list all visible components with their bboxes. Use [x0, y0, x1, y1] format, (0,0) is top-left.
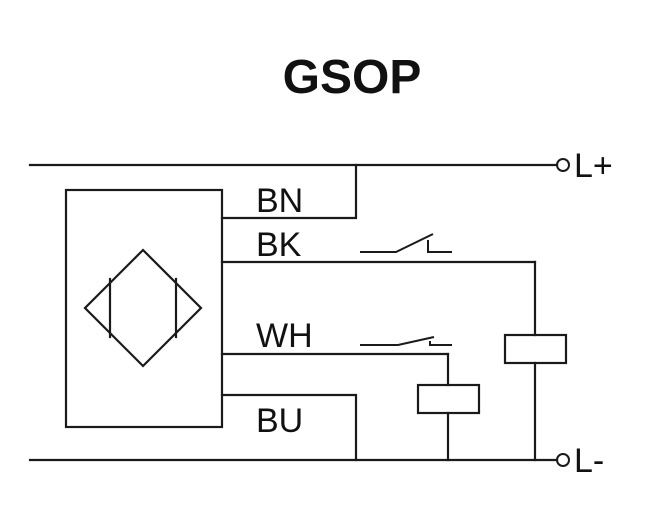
sensor-body: [64, 188, 224, 429]
bk-load-coil-icon: [503, 333, 568, 365]
wh-load-coil-icon: [416, 383, 481, 415]
bu-wire: [220, 393, 358, 462]
positive-terminal-label: L+: [574, 147, 613, 185]
bk-switch-icon: [360, 233, 452, 253]
bu-label: BU: [256, 402, 303, 440]
wh-switch-icon: [360, 336, 452, 346]
diagram-title: GSOP: [283, 51, 422, 104]
sensor-symbol-icon: [83, 248, 203, 368]
wh-label: WH: [256, 317, 313, 355]
negative-terminal-label: L-: [574, 442, 604, 480]
bn-wire: [220, 163, 358, 220]
bn-label: BN: [256, 182, 303, 220]
bk-label: BK: [256, 226, 302, 264]
positive-terminal: [556, 158, 570, 172]
negative-terminal: [556, 453, 570, 467]
